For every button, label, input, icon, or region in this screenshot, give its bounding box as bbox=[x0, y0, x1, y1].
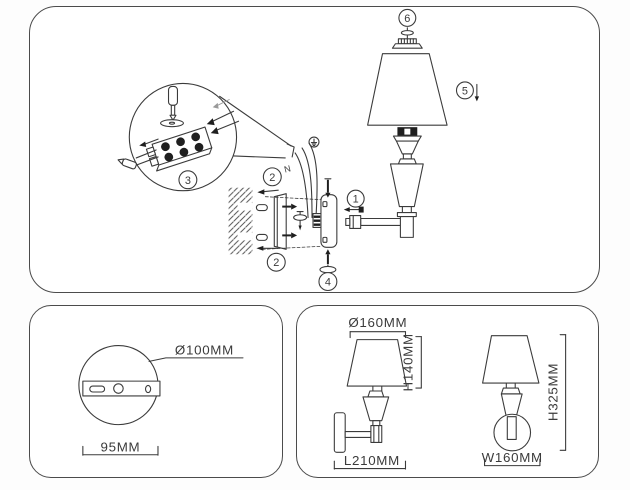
step-marker-2-bottom: 2 bbox=[256, 245, 286, 272]
lampshade bbox=[367, 53, 448, 126]
fixture-side-view bbox=[333, 339, 408, 453]
backplate bbox=[293, 178, 338, 275]
step-2-top-label: 2 bbox=[269, 172, 275, 184]
wiring-detail-inset: 3 bbox=[117, 82, 295, 192]
step-4-label: 4 bbox=[325, 277, 331, 289]
backplate-bottom-screw bbox=[319, 249, 337, 275]
lamp-column bbox=[399, 215, 414, 238]
fixture-front-view bbox=[482, 335, 540, 452]
step-marker-2-top: 2 bbox=[257, 167, 282, 195]
backplate-top-screw bbox=[324, 178, 332, 198]
fixture-height-dimension: H325MM bbox=[546, 334, 567, 451]
step-marker-3: 3 bbox=[178, 170, 198, 190]
supply-wires: N bbox=[283, 136, 322, 228]
installation-panel: 3 bbox=[29, 6, 600, 293]
lamp-body bbox=[389, 163, 424, 218]
step-5-label: 5 bbox=[462, 85, 468, 97]
projection-length-dimension: L210MM bbox=[333, 453, 407, 470]
shade-diameter-dimension: Ø160MM bbox=[348, 315, 407, 339]
step-2-bottom-label: 2 bbox=[273, 257, 279, 269]
screwdriver-icon bbox=[160, 85, 184, 128]
step-1-label: 1 bbox=[353, 194, 359, 206]
backplate-rear-view bbox=[78, 344, 161, 426]
step-marker-1: 1 bbox=[343, 189, 365, 213]
projection-length-label: L210MM bbox=[344, 453, 400, 468]
inset-wires bbox=[117, 98, 240, 170]
wall-section bbox=[228, 187, 253, 255]
step-marker-5: 5 bbox=[455, 81, 480, 102]
backplate-dimension-drawing: Ø100MM 95MM bbox=[78, 342, 244, 456]
shade-diameter-label: Ø160MM bbox=[348, 315, 407, 330]
finial bbox=[391, 27, 423, 49]
plate-screw-icon bbox=[293, 211, 308, 231]
step-marker-4: 4 bbox=[318, 272, 338, 292]
shade-height-label: H140MM bbox=[400, 333, 415, 391]
lamp-socket bbox=[392, 127, 422, 165]
fixture-width-label: W160MM bbox=[482, 450, 543, 465]
step-3-label: 3 bbox=[185, 175, 191, 187]
plate-diameter-label: Ø100MM bbox=[175, 342, 234, 357]
mounting-width-dimension: 95MM bbox=[82, 439, 159, 456]
step-marker-6: 6 bbox=[398, 8, 417, 27]
lamp-assembly bbox=[345, 27, 448, 238]
shade-height-dimension: H140MM bbox=[400, 333, 422, 391]
diameter-dimension: Ø100MM bbox=[148, 342, 244, 362]
fixture-dimensions-panel: Ø160MM H140MM L210MM bbox=[296, 305, 599, 478]
backplate-dimensions-panel: Ø100MM 95MM bbox=[29, 305, 283, 478]
wall-anchors bbox=[255, 204, 268, 241]
fixture-width-dimension: W160MM bbox=[482, 450, 543, 467]
lamp-arm bbox=[345, 214, 402, 229]
earth-ground-icon bbox=[308, 136, 320, 148]
step-6-label: 6 bbox=[404, 13, 410, 25]
fixture-dimension-drawing: Ø160MM H140MM L210MM bbox=[333, 315, 567, 470]
neutral-wire-label: N bbox=[283, 163, 292, 174]
fixture-height-label: H325MM bbox=[546, 363, 561, 421]
installation-diagram: 3 bbox=[117, 8, 480, 292]
plate-width-label: 95MM bbox=[101, 439, 141, 454]
